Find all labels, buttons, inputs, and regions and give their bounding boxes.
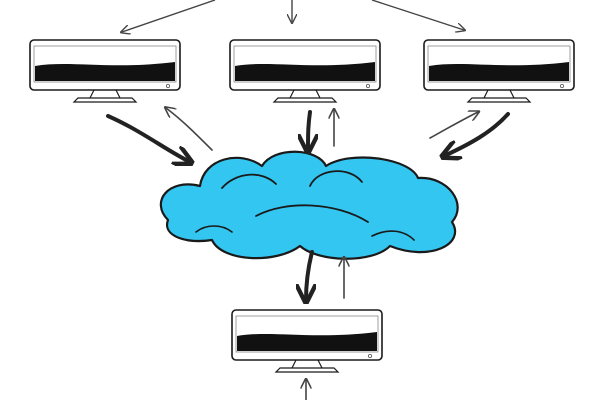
- monitor-top-left: [29, 39, 181, 103]
- monitor-icon: [423, 39, 575, 103]
- arrow-center-monitor-to-cloud: [308, 110, 310, 150]
- arrow-cloud-to-right-monitor: [429, 112, 478, 139]
- monitor-bottom: [231, 309, 383, 373]
- arrow-cloud-to-left-monitor: [166, 108, 213, 151]
- cloud-icon: [159, 150, 459, 260]
- arrow-left-monitor-to-cloud: [106, 114, 190, 162]
- monitor-icon: [229, 39, 381, 103]
- top-incoming-arrows: [122, 0, 464, 32]
- monitor-icon: [29, 39, 181, 103]
- arrow-top-to-right-monitor: [371, 0, 464, 30]
- monitor-top-center: [229, 39, 381, 103]
- arrow-cloud-to-bottom-monitor: [306, 250, 312, 300]
- arrow-top-to-left-monitor: [122, 0, 216, 32]
- monitor-top-right: [423, 39, 575, 103]
- arrow-right-monitor-to-cloud: [444, 112, 510, 156]
- monitor-icon: [231, 309, 383, 373]
- connection-arrows: [106, 108, 510, 400]
- cloud: [159, 150, 459, 260]
